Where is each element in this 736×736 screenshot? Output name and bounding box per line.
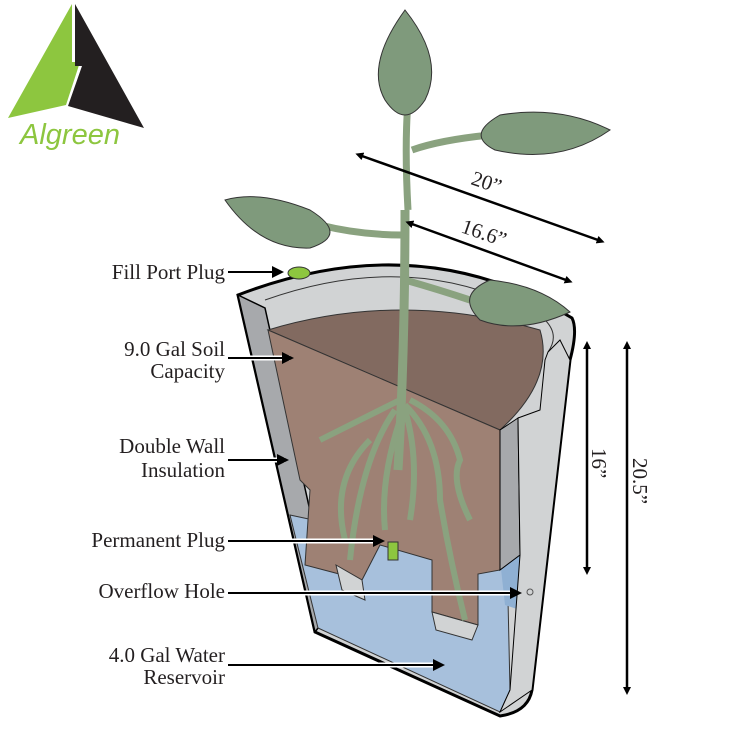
logo-text: Algreen	[18, 119, 120, 151]
dimension-lines	[355, 152, 631, 695]
algreen-logo: Algreen	[8, 4, 144, 151]
label-soil-1: 9.0 Gal Soil	[124, 337, 225, 361]
label-fill-port-plug: Fill Port Plug	[112, 260, 226, 284]
overflow-hole-icon	[526, 588, 534, 596]
leaf-top	[377, 9, 433, 116]
dim-label-outer: 20”	[468, 166, 504, 199]
label-overflow-hole: Overflow Hole	[98, 579, 225, 603]
planter-pot	[236, 263, 577, 718]
labels: Fill Port Plug 9.0 Gal Soil Capacity Dou…	[91, 260, 225, 689]
permanent-plug-icon	[387, 541, 399, 561]
leaf-lower	[469, 279, 571, 327]
logo-green-shape	[8, 4, 80, 118]
label-soil-2: Capacity	[150, 359, 225, 383]
dim-label-inner: 16.6”	[458, 214, 509, 252]
dim-label-height: 20.5”	[628, 458, 652, 504]
label-wall-2: Insulation	[141, 458, 225, 482]
label-water-2: Reservoir	[143, 665, 225, 689]
callout-arrows	[228, 266, 522, 671]
label-water-1: 4.0 Gal Water	[109, 643, 225, 667]
dim-inner-diameter	[405, 220, 573, 284]
label-permanent-plug: Permanent Plug	[91, 528, 225, 552]
roots	[318, 397, 473, 621]
plant	[224, 9, 611, 621]
label-wall-1: Double Wall	[119, 434, 225, 458]
logo-dark-shape	[68, 4, 144, 128]
fill-port-plug-icon	[287, 266, 311, 280]
leaf-left	[224, 196, 331, 249]
dim-label-soil-depth: 16”	[587, 448, 611, 478]
leaf-right	[480, 111, 611, 155]
